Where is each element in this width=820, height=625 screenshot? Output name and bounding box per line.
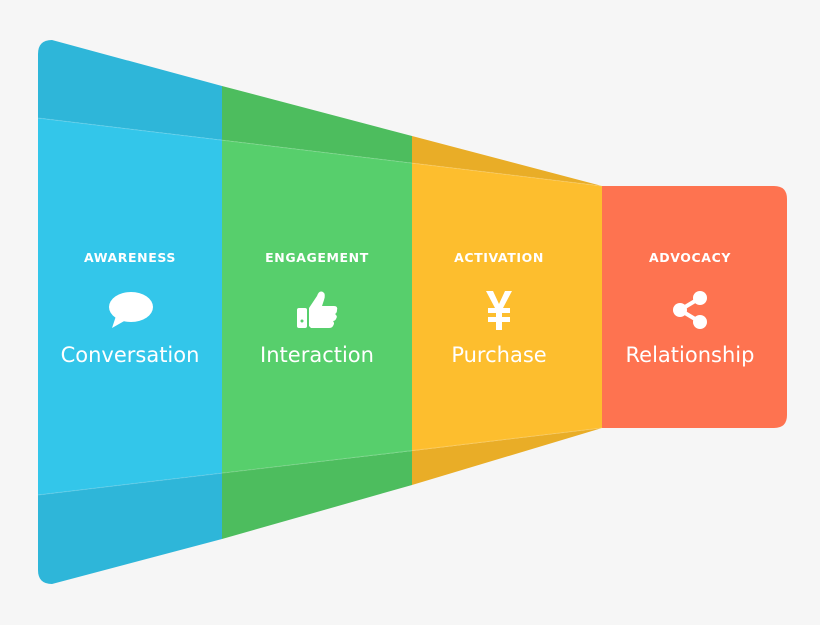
stage-heading: AWARENESS — [83, 250, 177, 265]
divider-line-top — [37, 117, 603, 187]
stage-label: Conversation — [60, 343, 200, 367]
stage-label: Relationship — [625, 343, 755, 367]
awareness-top-band — [38, 40, 222, 140]
activation-bottom-band — [412, 428, 602, 485]
advocacy-body — [602, 186, 787, 428]
stage-heading: ACTIVATION — [454, 250, 544, 265]
share-icon — [666, 288, 714, 332]
divider-line-bottom — [37, 427, 603, 496]
stage-heading: ADVOCACY — [648, 250, 731, 265]
thumbs-up-icon — [293, 288, 341, 332]
stage-activation: ACTIVATION Purchase — [404, 240, 594, 390]
stage-label: Interaction — [260, 343, 374, 367]
engagement-top-band — [222, 86, 412, 163]
stage-advocacy: ADVOCACY Relationship — [602, 240, 778, 390]
stage-engagement: ENGAGEMENT Interaction — [222, 240, 412, 390]
activation-body — [412, 163, 602, 451]
speech-bubble-icon — [106, 288, 154, 332]
funnel-segment-activation — [412, 136, 602, 485]
stage-label: Purchase — [451, 343, 547, 367]
stage-awareness: AWARENESS Conversation — [38, 240, 222, 390]
activation-top-band — [412, 136, 602, 186]
engagement-bottom-band — [222, 451, 412, 539]
stage-heading: ENGAGEMENT — [265, 250, 369, 265]
awareness-bottom-band — [38, 473, 222, 584]
yen-icon — [475, 288, 523, 332]
funnel-segment-advocacy — [602, 186, 787, 428]
